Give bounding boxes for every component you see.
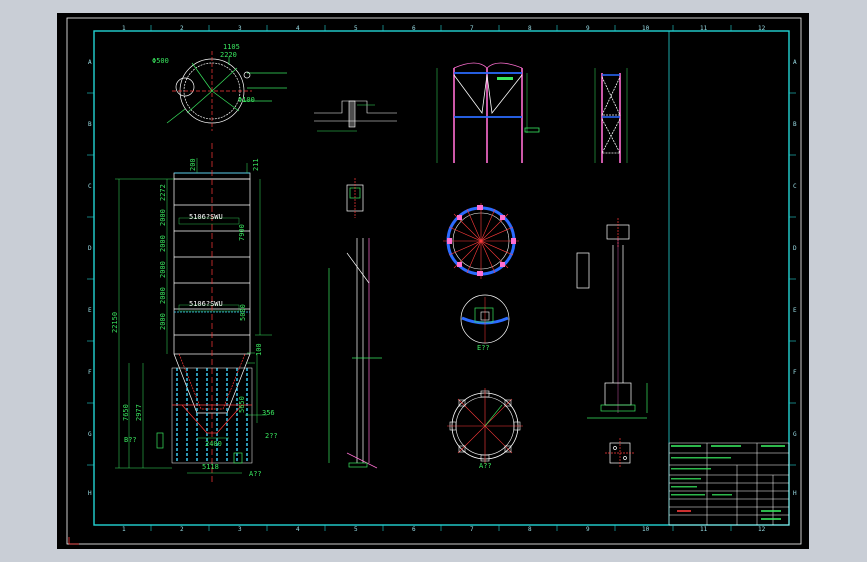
grid-col-label: 7	[470, 526, 474, 533]
grid-col-label: 9	[586, 25, 590, 32]
grid-row-label: E	[88, 307, 92, 314]
ring-plan-bottom	[447, 388, 523, 464]
grid-col-label: 10	[642, 25, 650, 32]
callout-label: 2??	[265, 432, 278, 440]
grid-col-label: 6	[412, 526, 416, 533]
detail-a-label: A??	[479, 462, 492, 470]
grid-col-label: 10	[642, 526, 650, 533]
grid-col-label: 3	[238, 526, 242, 533]
grid-col-label: 8	[528, 526, 532, 533]
grid-col-label: 12	[758, 25, 766, 32]
dim-label: 2272	[159, 184, 167, 201]
grid-row-label: B	[88, 121, 92, 128]
grid-col-label: 11	[700, 526, 708, 533]
dim-label: 1105	[223, 43, 240, 51]
grid-col-label: 11	[700, 25, 708, 32]
dim-label: 2000	[159, 287, 167, 304]
shell-note: 5106?SWU	[189, 300, 223, 308]
grid-col-label: 4	[296, 526, 300, 533]
drawing-border	[93, 30, 790, 526]
dim-label: 2977	[135, 404, 143, 421]
grid-col-label: 5	[354, 526, 358, 533]
silo-elevation	[115, 143, 272, 483]
grid-col-label: 9	[586, 526, 590, 533]
ladder-elevation	[328, 178, 382, 469]
outer-frame	[66, 17, 802, 545]
dim-label: 5118	[202, 463, 219, 471]
grid-col-label: 8	[528, 25, 532, 32]
dim-label: 2000	[159, 235, 167, 252]
dim-label: 2220	[220, 51, 237, 59]
grid-col-label: 4	[296, 25, 300, 32]
grid-row-label: A	[88, 59, 92, 66]
dim-label: 100	[255, 343, 263, 356]
frame-elevation	[436, 62, 540, 163]
dim-label: 2000	[159, 209, 167, 226]
grid-row-label: C	[793, 183, 797, 190]
grid-col-label: 3	[238, 25, 242, 32]
shell-note: 5106?SWU	[189, 213, 223, 221]
grid-row-label: F	[793, 369, 797, 376]
detail-e	[460, 294, 510, 344]
dim-label: 5650	[238, 396, 246, 413]
grid-row-label: H	[88, 490, 92, 497]
dim-label: 7650	[122, 404, 130, 421]
cad-drawing-sheet: 1 2 3 4 5 6 7 8 9 10 11 12 1 2 3 4 5 6 7…	[57, 13, 809, 549]
dim-label: 5000	[239, 304, 247, 321]
side-frame	[594, 68, 628, 163]
grid-col-label: 5	[354, 25, 358, 32]
dim-label: 211	[252, 158, 260, 171]
grid-col-label: 1	[122, 25, 126, 32]
grid-row-label: G	[793, 431, 797, 438]
dim-label: 356	[262, 409, 275, 417]
grid-row-label: F	[88, 369, 92, 376]
silo-plan-view	[166, 51, 287, 131]
grid-row-label: D	[793, 245, 797, 252]
detail-e-label: E??	[477, 344, 490, 352]
title-block	[668, 31, 790, 526]
dim-label: 2400	[205, 440, 222, 448]
grid-row-label: D	[88, 245, 92, 252]
dim-label: 7900	[238, 224, 246, 241]
grid-row-label: C	[88, 183, 92, 190]
column-detail	[576, 218, 648, 468]
grid-ticks	[87, 25, 796, 531]
grid-col-label: 6	[412, 25, 416, 32]
grid-row-label: E	[793, 307, 797, 314]
grid-col-label: 7	[470, 25, 474, 32]
grid-col-label: 2	[180, 526, 184, 533]
ring-plan	[443, 203, 519, 279]
ucs-icon	[68, 537, 79, 545]
beam-detail	[314, 100, 397, 132]
callout-label: B??	[124, 436, 137, 444]
dim-label: 2000	[159, 313, 167, 330]
grid-row-label: A	[793, 59, 797, 66]
grid-row-label: B	[793, 121, 797, 128]
grid-col-label: 1	[122, 526, 126, 533]
dim-label: 22150	[111, 311, 119, 333]
grid-col-label: 12	[758, 526, 766, 533]
dim-label: Φ100	[238, 96, 255, 104]
dim-label: 2000	[159, 261, 167, 278]
title-block-fill	[671, 445, 785, 520]
grid-row-label: G	[88, 431, 92, 438]
dim-label: Φ500	[152, 57, 169, 65]
drawing-canvas	[66, 17, 802, 545]
grid-col-label: 2	[180, 25, 184, 32]
callout-label: A??	[249, 470, 262, 478]
dim-label: 200	[189, 158, 197, 171]
grid-row-label: H	[793, 490, 797, 497]
